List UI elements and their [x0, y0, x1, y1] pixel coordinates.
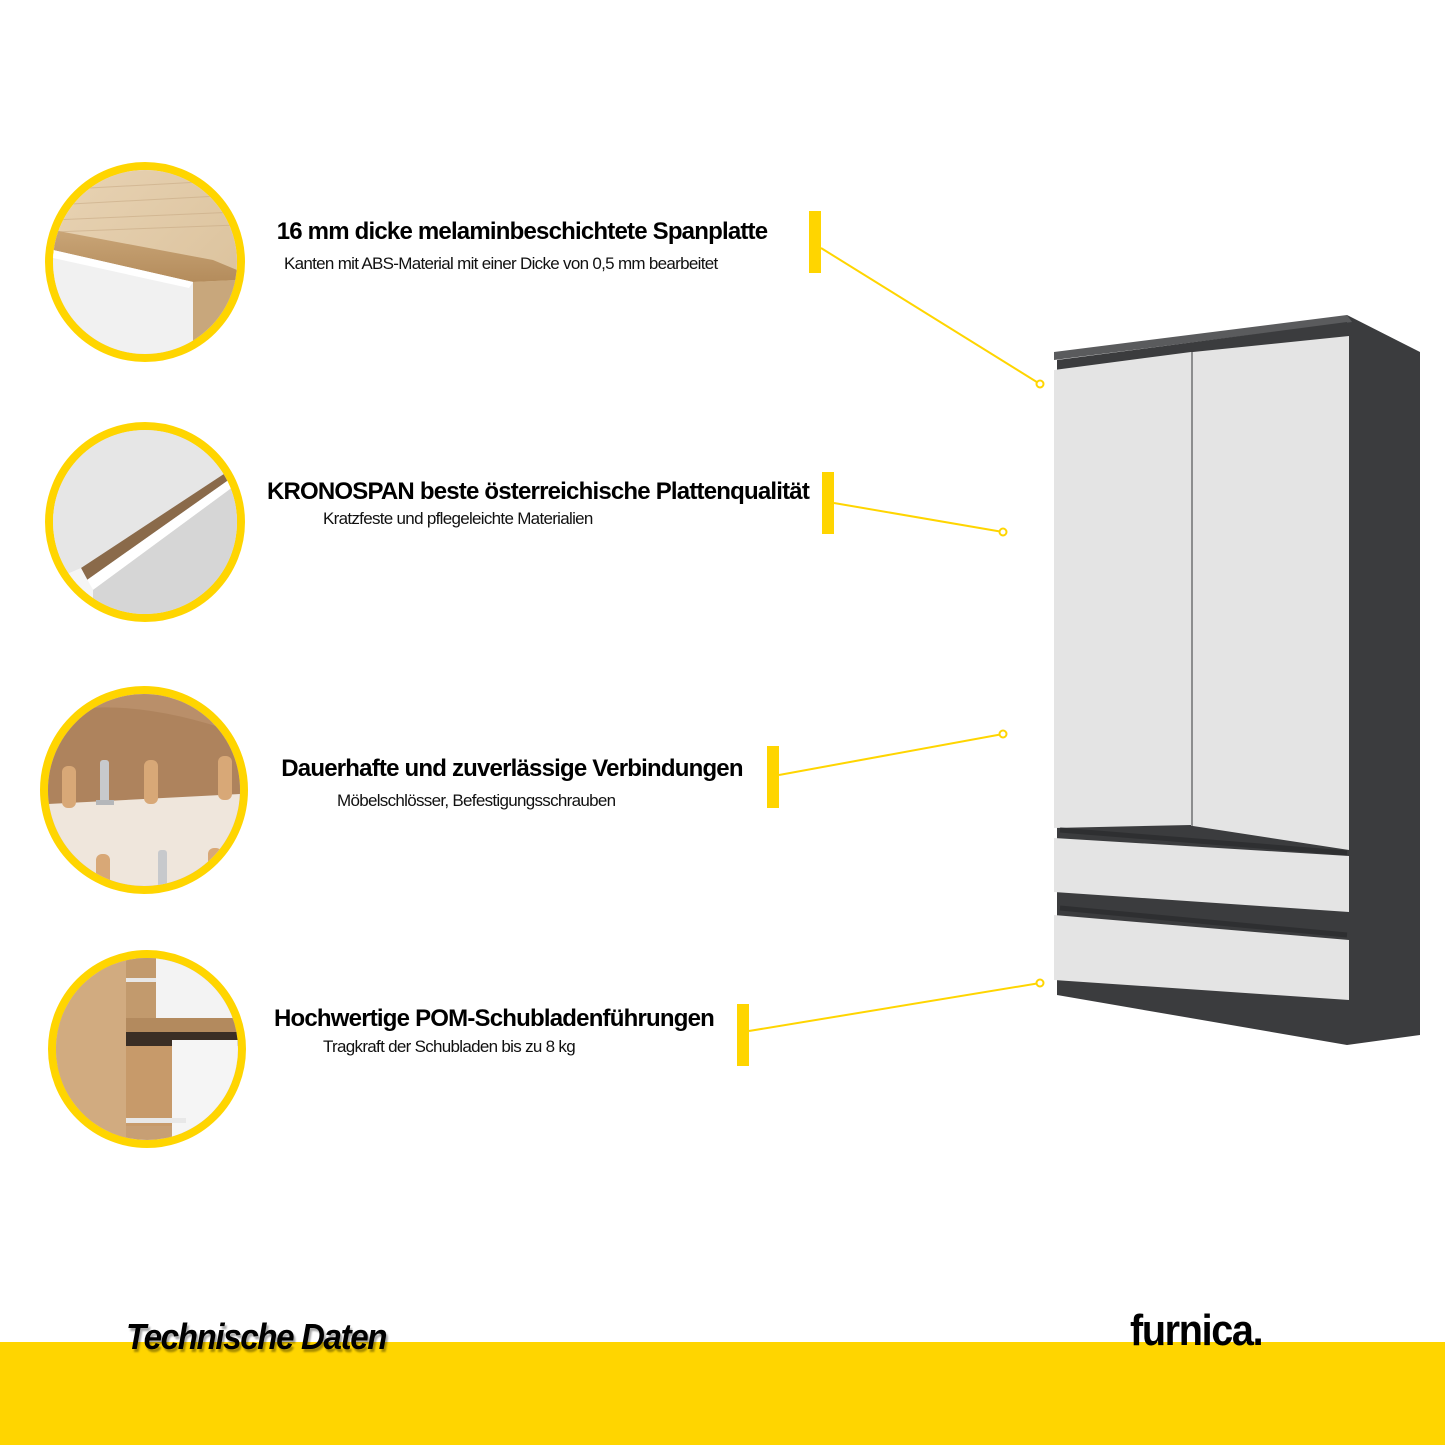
feature-title: 16 mm dicke melaminbeschichtete Spanplat… — [276, 218, 768, 245]
feature-subtitle: Tragkraft der Schubladen bis zu 8 kg — [323, 1037, 576, 1056]
footer-title: Technische Daten — [126, 1316, 388, 1357]
feature-subtitle: Möbelschlösser, Befestigungsschrauben — [337, 791, 616, 810]
panel-edge-closeup-icon — [53, 430, 237, 614]
dowels-and-connectors-icon — [48, 694, 240, 886]
drawer-runners-icon — [56, 958, 238, 1140]
footer-band — [0, 1342, 1445, 1445]
feature-title: KRONOSPAN beste österreichische Plattenq… — [266, 478, 810, 505]
feature-title: Dauerhafte und zuverlässige Verbindungen — [281, 755, 743, 782]
callout-marker — [822, 472, 834, 534]
wardrobe-icon — [1054, 315, 1420, 1045]
wood-edge-closeup-icon — [53, 170, 237, 354]
feature-title: Hochwertige POM-Schubladenführungen — [273, 1005, 715, 1032]
feature-image-connectors — [40, 686, 248, 894]
feature-image-drawer-runners — [48, 950, 246, 1148]
feature-image-panel-edge — [45, 422, 245, 622]
brand-logo: furnica. — [1130, 1306, 1264, 1355]
callout-marker — [737, 1004, 749, 1066]
callout-marker — [767, 746, 779, 808]
callout-marker — [809, 211, 821, 273]
feature-image-wood-edge — [45, 162, 245, 362]
feature-subtitle: Kanten mit ABS-Material mit einer Dicke … — [284, 254, 718, 273]
callout-lines — [748, 247, 1045, 1032]
feature-subtitle: Kratzfeste und pflegeleichte Materialien — [323, 509, 593, 528]
